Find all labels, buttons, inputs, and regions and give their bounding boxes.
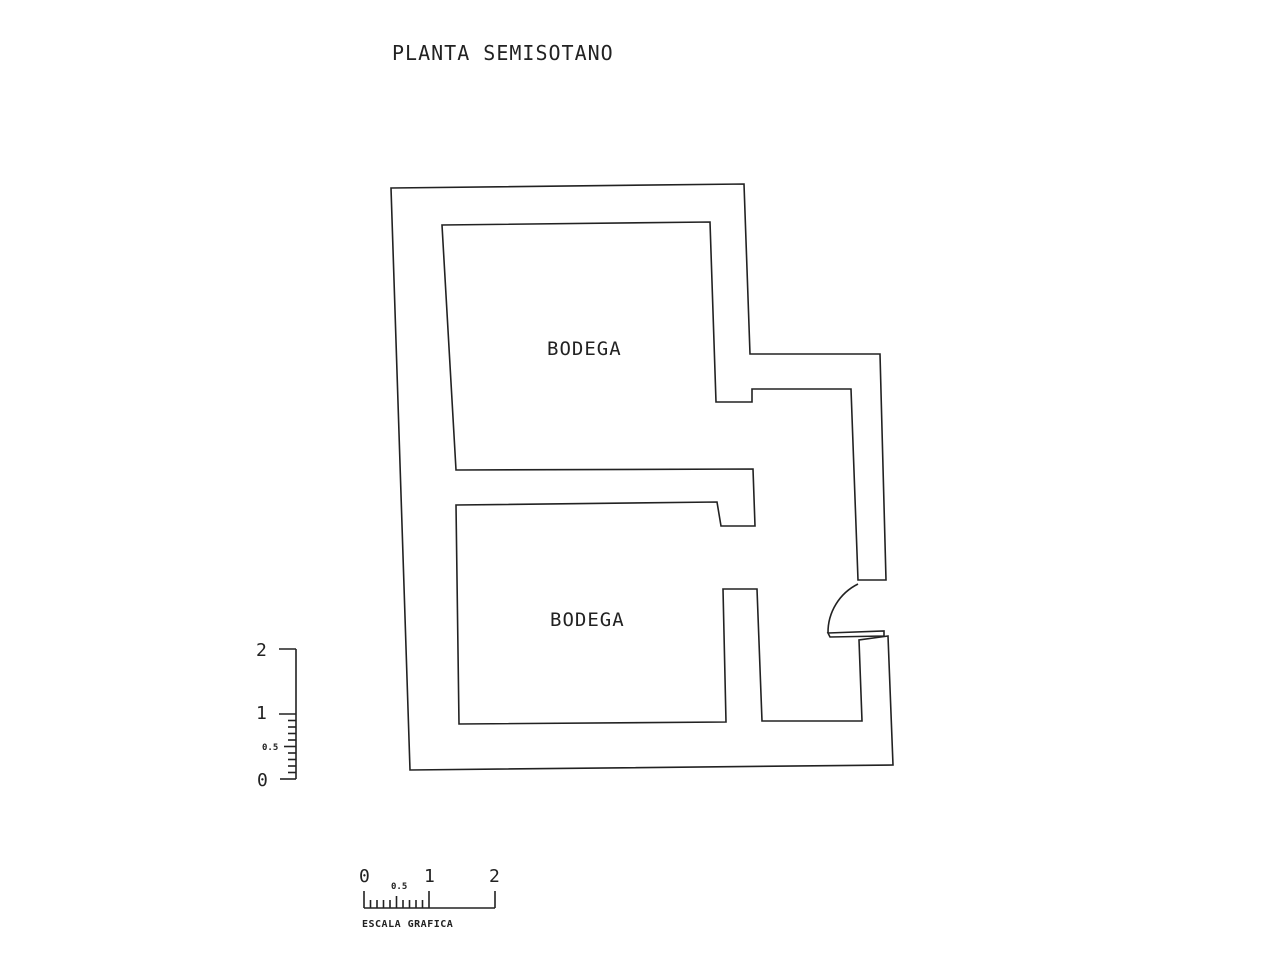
vertical-scale: 2 1 0.5 0 — [256, 640, 297, 791]
hscale-label-1: 1 — [424, 866, 435, 887]
room-label-lower: BODEGA — [550, 609, 625, 631]
plan-title: PLANTA SEMISOTANO — [392, 41, 614, 65]
vscale-label-1: 1 — [256, 703, 267, 724]
horizontal-scale: 0 0.5 1 2 ESCALA GRAFICA — [359, 866, 500, 930]
hscale-label-05: 0.5 — [391, 882, 407, 892]
outer-wall — [390, 183, 894, 771]
scale-caption: ESCALA GRAFICA — [362, 919, 453, 930]
vscale-label-2: 2 — [256, 640, 267, 661]
hscale-label-0: 0 — [359, 866, 370, 887]
hscale-label-2: 2 — [489, 866, 500, 887]
vscale-label-0: 0 — [257, 770, 268, 791]
door-swing — [827, 583, 859, 634]
door-leaf — [826, 630, 885, 638]
vscale-label-05: 0.5 — [262, 743, 278, 753]
room-label-upper: BODEGA — [547, 338, 622, 360]
